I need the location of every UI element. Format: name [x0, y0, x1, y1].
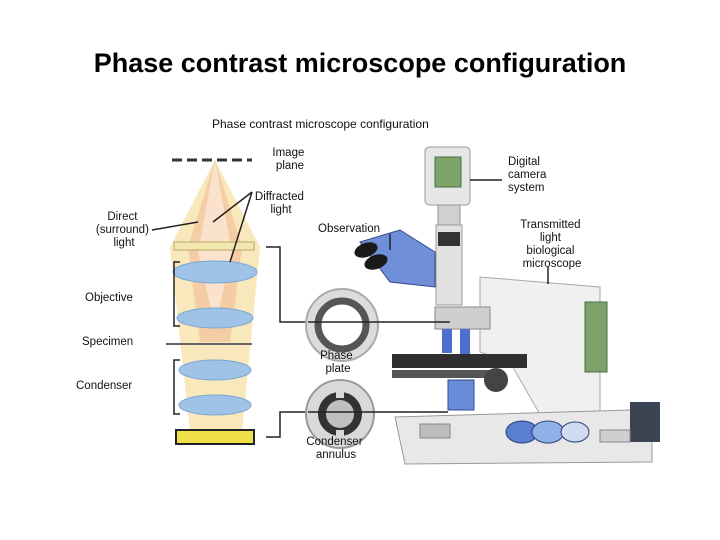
image-plane-label: Image plane	[272, 147, 307, 172]
phase-ring-bar	[173, 241, 255, 251]
phase-plate-graphic	[305, 288, 379, 362]
slide-title: Phase contrast microscope configuration	[93, 48, 627, 78]
diffracted-leader-1	[212, 191, 253, 223]
direct-light-label: Direct (surround) light	[96, 211, 152, 249]
optical-schematic	[151, 158, 308, 445]
condenser-annulus-graphic	[305, 379, 375, 449]
condenser-lens-upper	[178, 359, 252, 381]
objective-lens-upper	[172, 260, 258, 284]
objective-label: Objective	[85, 292, 133, 304]
power-unit	[630, 402, 660, 442]
condenser-annulus-label: Condenser annulus	[306, 436, 365, 461]
phase-plate-leader	[266, 246, 308, 323]
annulus-leader	[266, 411, 308, 438]
observation-label: Observation	[318, 223, 380, 235]
condenser-label: Condenser	[76, 380, 132, 392]
diffracted-leader-2	[229, 191, 253, 263]
direct-leader	[151, 221, 199, 231]
side-circuit	[584, 301, 608, 373]
objective-bracket	[173, 261, 180, 327]
microscope-illustration	[354, 146, 660, 465]
digital-camera-label: Digital camera system	[508, 156, 550, 194]
phase-plate-label: Phase plate	[320, 350, 356, 375]
condenser-annulus-base	[175, 429, 255, 445]
objective-lens-lower	[176, 307, 254, 329]
condenser-lens-lower	[178, 394, 252, 416]
specimen-label: Specimen	[82, 336, 133, 348]
condenser-bracket	[173, 359, 180, 415]
microscope-label: Transmitted light biological microscope	[520, 219, 584, 270]
phase-contrast-figure: Phase contrast microscope configuration …	[70, 112, 680, 470]
stage	[392, 354, 527, 368]
figure-caption: Phase contrast microscope configuration	[212, 117, 429, 131]
observation-head	[359, 229, 436, 288]
camera-circuit	[434, 156, 462, 188]
figure-canvas: Phase contrast microscope configuration …	[76, 117, 660, 465]
diffracted-light-label: Diffracted light	[255, 191, 307, 216]
